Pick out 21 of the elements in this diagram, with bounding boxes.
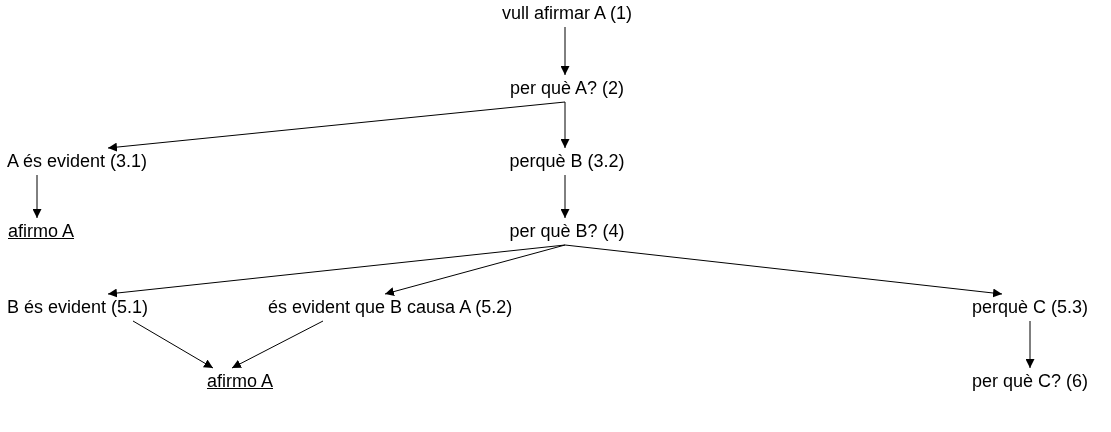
step-text: perquè C (5.3)	[971, 296, 1089, 318]
step-text: B és evident (5.1)	[7, 296, 149, 318]
arrow	[560, 26, 570, 76]
step-text: per què B? (4)	[509, 220, 625, 242]
arrow	[384, 244, 566, 296]
conclusion-text: afirmo A	[207, 370, 273, 392]
step-text: vull afirmar A (1)	[502, 2, 632, 24]
arrow	[560, 174, 570, 219]
arrow	[32, 174, 42, 219]
arrow	[107, 101, 566, 152]
step-text: per què C? (6)	[971, 370, 1089, 392]
arrow	[231, 320, 324, 369]
step-text: per què A? (2)	[509, 77, 625, 99]
arrow	[564, 244, 1003, 298]
conclusion-text: afirmo A	[8, 220, 75, 242]
step-text: és evident que B causa A (5.2)	[268, 296, 513, 318]
step-text: perquè B (3.2)	[509, 150, 625, 172]
arrow	[1025, 320, 1035, 369]
arrow	[132, 320, 214, 369]
step-text: A és evident (3.1)	[7, 150, 148, 172]
arrow	[560, 101, 570, 149]
